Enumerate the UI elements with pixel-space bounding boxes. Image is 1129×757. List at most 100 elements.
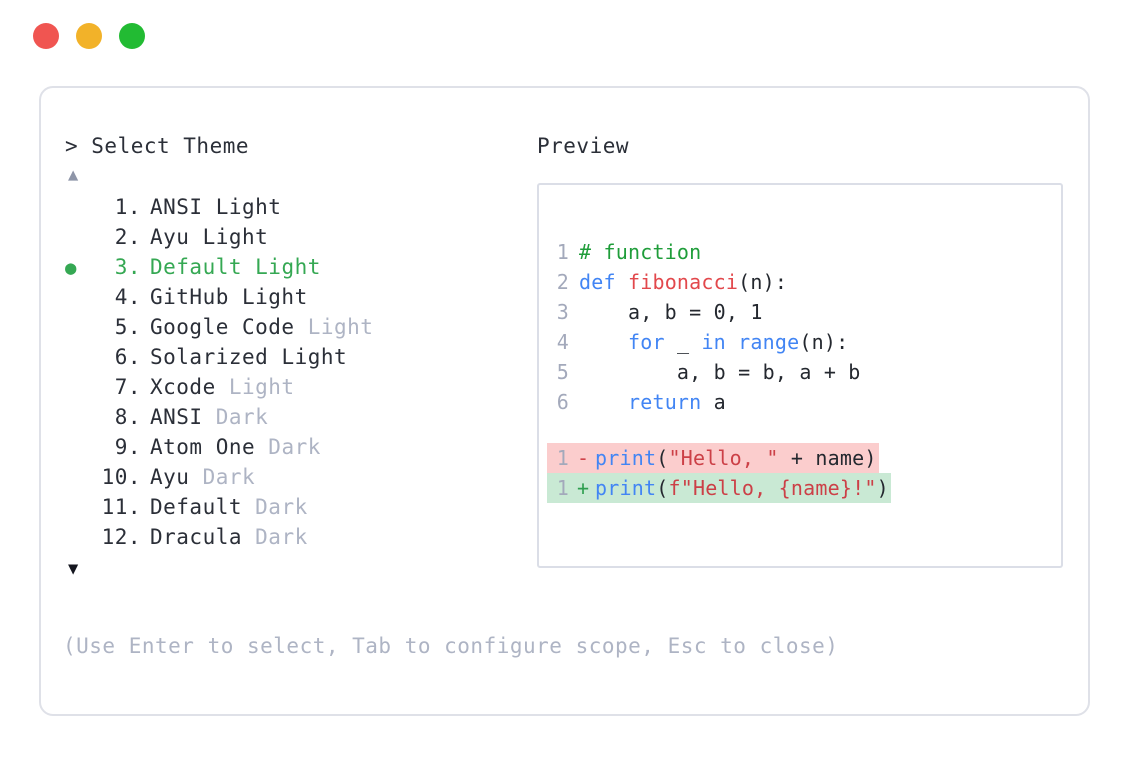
- theme-item-variant: Light: [268, 345, 348, 369]
- diff-line-row: 1-print("Hello, " + name): [547, 443, 1057, 473]
- code-token: # function: [579, 240, 702, 264]
- theme-item-variant: Dark: [202, 405, 269, 429]
- theme-list-item[interactable]: 10.Ayu Dark: [65, 465, 535, 495]
- code-token: (: [656, 446, 669, 470]
- code-line: 2 def fibonacci(n):: [547, 267, 1057, 297]
- code-token: (n):: [799, 330, 849, 354]
- line-number: 1: [556, 446, 569, 470]
- theme-list-item[interactable]: 1. ANSI Light: [65, 195, 535, 225]
- theme-item-number: 10.: [101, 465, 141, 489]
- maximize-dot[interactable]: [119, 23, 145, 49]
- theme-item-number: 4.: [114, 285, 141, 309]
- theme-list-item[interactable]: 7. Xcode Light: [65, 375, 535, 405]
- theme-item-number: 3.: [114, 255, 141, 279]
- theme-list: 1. ANSI Light 2. Ayu Light ● 3. Default Light 4…: [65, 195, 535, 555]
- theme-item-variant: Light: [215, 375, 295, 399]
- theme-item-variant: Dark: [189, 465, 256, 489]
- line-number: 3: [556, 300, 569, 324]
- scroll-up-icon[interactable]: ▲: [68, 165, 79, 185]
- code-token: fibonacci: [627, 270, 739, 294]
- theme-item-name: Default: [150, 495, 243, 519]
- code-token: a, b = b, a + b: [579, 360, 861, 384]
- code-token: ): [876, 476, 889, 500]
- code-token: [579, 327, 628, 357]
- theme-item-number: 12.: [101, 525, 141, 549]
- theme-item-name: GitHub: [150, 285, 229, 309]
- minimize-dot[interactable]: [76, 23, 102, 49]
- keyboard-hint: (Use Enter to select, Tab to configure s…: [63, 634, 839, 658]
- theme-item-name: Solarized: [150, 345, 269, 369]
- code-token: (n):: [738, 270, 788, 294]
- code-token: _: [664, 330, 702, 354]
- theme-list-item[interactable]: 5. Google Code Light: [65, 315, 535, 345]
- line-number: 4: [556, 330, 569, 354]
- close-dot[interactable]: [33, 23, 59, 49]
- line-number: 6: [556, 390, 569, 414]
- code-spacer: [547, 417, 1057, 443]
- theme-item-name: ANSI: [150, 405, 203, 429]
- diff-minus-icon: -: [577, 446, 590, 470]
- diff-line-removed: 1-print("Hello, " + name): [547, 443, 879, 473]
- code-token: def: [579, 270, 628, 294]
- theme-item-number: 1.: [114, 195, 141, 219]
- line-number: 1: [556, 240, 569, 264]
- scroll-down-icon[interactable]: ▼: [68, 559, 79, 579]
- code-line: 6 return a: [547, 387, 1057, 417]
- diff-plus-icon: +: [577, 476, 590, 500]
- preview-label: Preview: [537, 134, 630, 158]
- theme-list-item[interactable]: 4.GitHub Light: [65, 285, 535, 315]
- theme-item-number: 6.: [114, 345, 141, 369]
- code-line: 4 for _ in range(n):: [547, 327, 1057, 357]
- theme-item-name: Default: [150, 255, 243, 279]
- theme-item-variant: Light: [294, 315, 374, 339]
- theme-item-variant: Dark: [242, 495, 308, 519]
- line-number: 2: [556, 270, 569, 294]
- theme-list-item[interactable]: 2.Ayu Light: [65, 225, 535, 255]
- code-token: in range: [701, 330, 800, 354]
- theme-item-name: Xcode: [150, 375, 216, 399]
- page-title: > Select Theme: [65, 134, 250, 158]
- diff-line-row: 1+print(f"Hello, {name}!"): [547, 473, 1057, 503]
- theme-selector-pane: > Select Theme ▲ 1. ANSI Light 2. Ayu Light…: [65, 131, 535, 583]
- code-line: 3 a, b = 0, 1: [547, 297, 1057, 327]
- line-number: 5: [556, 360, 569, 384]
- code-line: 1 # function: [547, 237, 1057, 267]
- code-token: (: [656, 476, 669, 500]
- theme-item-name: Dracula: [150, 525, 243, 549]
- theme-item-number: 2.: [114, 225, 141, 249]
- code-token: print: [595, 476, 657, 500]
- theme-item-name: Ayu: [150, 225, 190, 249]
- theme-item-number: 7.: [114, 375, 141, 399]
- code-token: a, b = 0, 1: [579, 300, 763, 324]
- theme-list-item[interactable]: 11. Default Dark: [65, 495, 535, 525]
- theme-list-item[interactable]: 6. Solarized Light: [65, 345, 535, 375]
- theme-item-number: 11.: [101, 495, 141, 519]
- diff-line-added: 1+print(f"Hello, {name}!"): [547, 473, 891, 503]
- theme-item-variant: Light: [242, 255, 321, 279]
- theme-list-item[interactable]: 8.ANSI Dark: [65, 405, 535, 435]
- code-token: + name): [778, 446, 877, 470]
- code-token: return: [627, 390, 702, 414]
- code-token: a: [701, 390, 726, 414]
- code-token: [579, 387, 628, 417]
- selected-bullet-icon: ●: [65, 257, 77, 279]
- window-titlebar: [0, 0, 1129, 72]
- theme-item-name: Google Code: [150, 315, 295, 339]
- theme-item-number: 9.: [114, 435, 141, 459]
- code-token: f"Hello, {name}!": [668, 476, 877, 500]
- theme-item-variant: Dark: [255, 435, 321, 459]
- theme-item-name: ANSI: [150, 195, 203, 219]
- theme-picker-card: > Select Theme ▲ 1. ANSI Light 2. Ayu Light…: [39, 86, 1090, 716]
- theme-list-item[interactable]: 12.Dracula Dark: [65, 525, 535, 555]
- theme-item-number: 5.: [114, 315, 141, 339]
- code-token: "Hello, ": [668, 446, 779, 470]
- theme-list-item[interactable]: ● 3. Default Light: [65, 255, 535, 285]
- theme-item-name: Atom One: [150, 435, 256, 459]
- code-token: for: [627, 330, 665, 354]
- code-token: print: [595, 446, 657, 470]
- theme-list-item[interactable]: 9. Atom One Dark: [65, 435, 535, 465]
- theme-item-variant: Light: [202, 195, 282, 219]
